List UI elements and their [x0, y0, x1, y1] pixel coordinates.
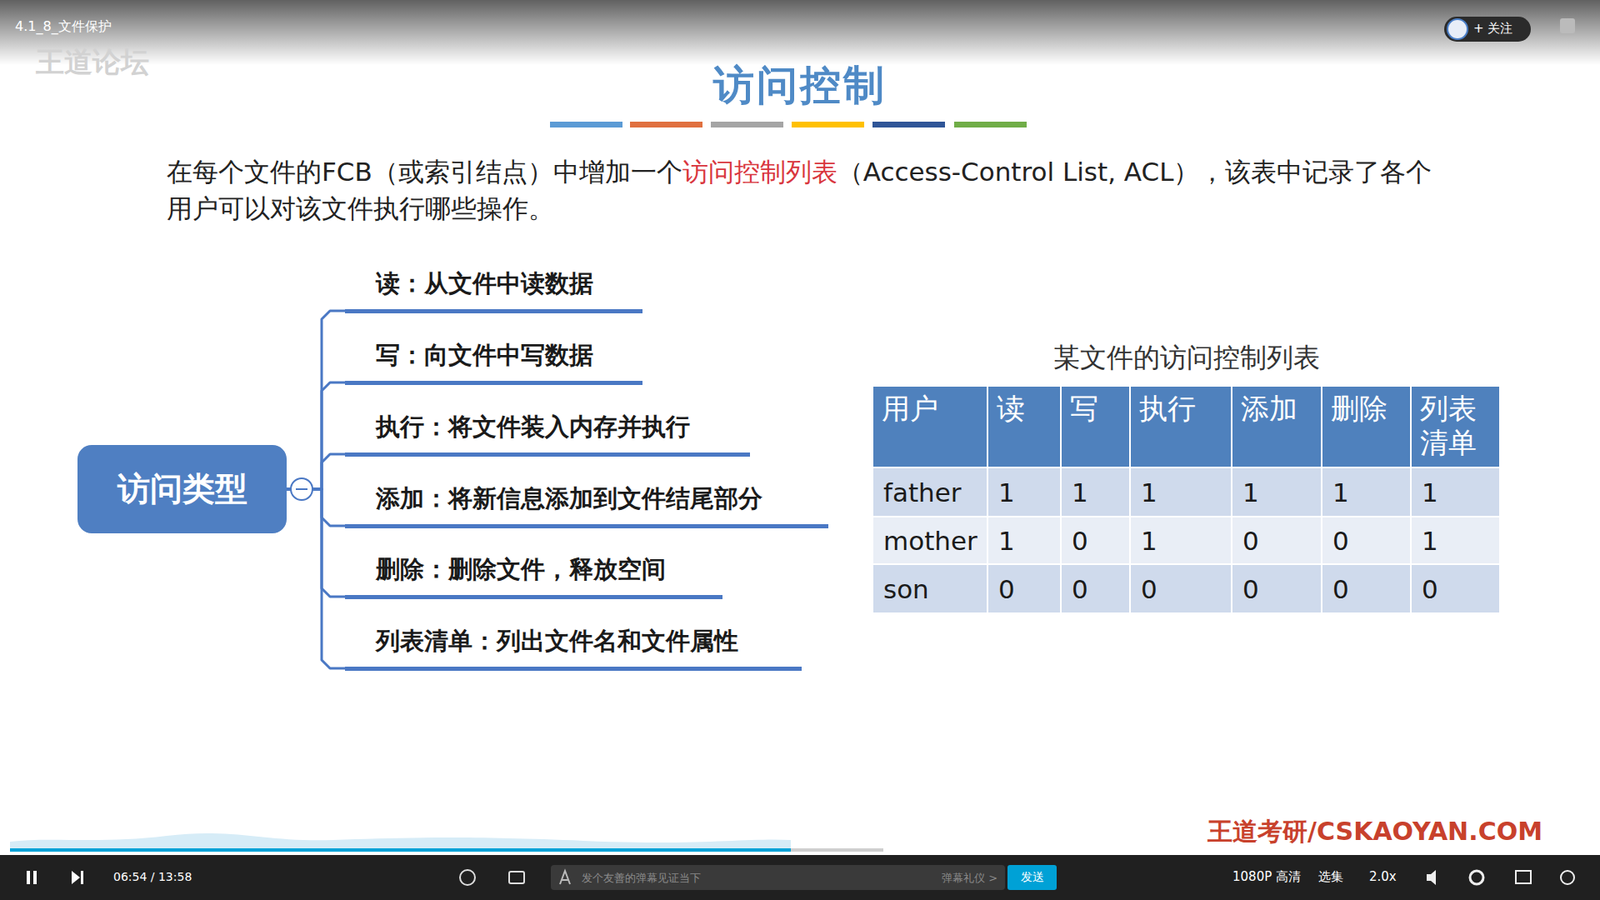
send-button-text: 发送 [1007, 870, 1057, 885]
node-text: 列表清单：列出文件名和文件属性 [375, 625, 780, 659]
table-cell: 1 [988, 468, 1060, 516]
pause-icon [26, 870, 30, 885]
player-bar [0, 855, 1600, 900]
color-bar [791, 121, 865, 128]
watermark: 王道考研/CSKAOYAN.COM [1207, 815, 1543, 850]
color-bar [630, 121, 703, 128]
color-bar [710, 121, 784, 128]
time-display: 06:54 / 13:58 [113, 870, 192, 884]
progress-buffered [790, 848, 884, 852]
table-cell: son [873, 565, 987, 613]
branch-connector [286, 489, 345, 669]
table-cell: 0 [1322, 517, 1410, 564]
fullscreen-icon [1515, 870, 1531, 884]
speed-button: 2.0x [1369, 869, 1397, 885]
node-text: 写：向文件中写数据 [375, 339, 621, 373]
top-shade [0, 0, 1600, 65]
table-cell: 0 [1322, 565, 1410, 613]
table-header-cell: 用户 [873, 386, 987, 467]
branch-topic: 执行：将文件装入内存并执行 [345, 402, 750, 457]
color-bar [550, 121, 623, 128]
node-text: 执行：将文件装入内存并执行 [375, 410, 729, 445]
collapse-minus [295, 488, 308, 490]
table-cell: 1 [1061, 468, 1130, 516]
paragraph-text: 在每个文件的FCB（或索引结点）中增加一个 [166, 156, 683, 187]
table-cell: 0 [1130, 565, 1231, 613]
color-bar [954, 121, 1027, 128]
branch-connector [286, 382, 345, 490]
table-cell: 1 [1130, 468, 1231, 516]
next-icon [80, 870, 84, 885]
table-cell: mother [873, 517, 987, 564]
table-cell: 0 [1061, 565, 1130, 613]
table-caption: 某文件的访问控制列表 [872, 340, 1500, 377]
danmaku-etiquette: 弹幕礼仪 > [941, 870, 998, 886]
collapse-circle [290, 478, 313, 500]
follow-pill [1444, 16, 1531, 42]
table-header-cell: 列表 清单 [1411, 386, 1500, 467]
follow-button: + 关注 [1473, 20, 1513, 37]
episode-button: 选集 [1318, 869, 1344, 885]
volume-icon [1426, 870, 1436, 885]
table-cell: 1 [1411, 468, 1500, 516]
node-text: 读：从文件中读数据 [375, 267, 621, 301]
highlight-text: 访问控制列表 [682, 156, 838, 187]
table-header-cell: 删除 [1322, 386, 1410, 467]
table-cell: 0 [1232, 517, 1321, 564]
node-text: 删除：删除文件，释放空间 [375, 553, 701, 587]
node-text: 添加：将新信息添加到文件结尾部分 [375, 482, 807, 516]
color-bar [872, 121, 945, 128]
branch-topic: 添加：将新信息添加到文件结尾部分 [345, 474, 829, 529]
quality-button: 1080P 高清 [1232, 869, 1301, 885]
avatar [1447, 19, 1468, 40]
pause-icon [33, 870, 37, 885]
table-cell: 1 [1130, 517, 1231, 564]
danmaku-icon [460, 870, 475, 885]
table-cell: 0 [1232, 565, 1321, 613]
help-icon [1560, 18, 1575, 34]
paragraph: 在每个文件的FCB（或索引结点）中增加一个访问控制列表（Access-Contr… [166, 153, 1434, 227]
table-cell: 0 [988, 565, 1060, 613]
slide-title: 访问控制 [0, 58, 1600, 114]
branch-topic: 列表清单：列出文件名和文件属性 [345, 616, 802, 671]
table-header-cell: 添加 [1232, 386, 1321, 467]
table-cell: 0 [1411, 565, 1500, 613]
branch-connector [286, 489, 345, 597]
progress-played [10, 848, 791, 852]
table-cell: 1 [988, 517, 1060, 564]
node-text: 访问类型 [117, 466, 248, 512]
branch-topic: 写：向文件中写数据 [345, 330, 643, 385]
table-cell: 1 [1232, 468, 1321, 516]
table-cell: father [873, 468, 987, 516]
table-header-cell: 写 [1061, 386, 1130, 467]
danmaku-placeholder: 发个友善的弹幕见证当下 [581, 870, 701, 886]
table-cell: 1 [1411, 517, 1500, 564]
table-cell: 1 [1322, 468, 1410, 516]
watermark: 王道论坛 [35, 43, 150, 82]
branch-topic: 读：从文件中读数据 [345, 259, 643, 314]
font-icon [560, 870, 570, 885]
root-topic-box: 访问类型 [77, 445, 287, 534]
video-title: 4.1_8_文件保护 [15, 18, 112, 36]
table-header-cell: 读 [988, 386, 1060, 467]
settings-icon [1470, 870, 1484, 885]
branch-topic: 删除：删除文件，释放空间 [345, 545, 723, 600]
table-cell: 0 [1061, 517, 1130, 564]
danmaku-settings-icon [509, 871, 525, 884]
danmaku-input [550, 865, 1005, 890]
table-header-cell: 执行 [1130, 386, 1231, 467]
extra-icon [1560, 870, 1575, 885]
send-button [1007, 865, 1057, 890]
branch-connector [286, 310, 345, 490]
waveform [10, 833, 791, 850]
next-icon [71, 870, 80, 885]
